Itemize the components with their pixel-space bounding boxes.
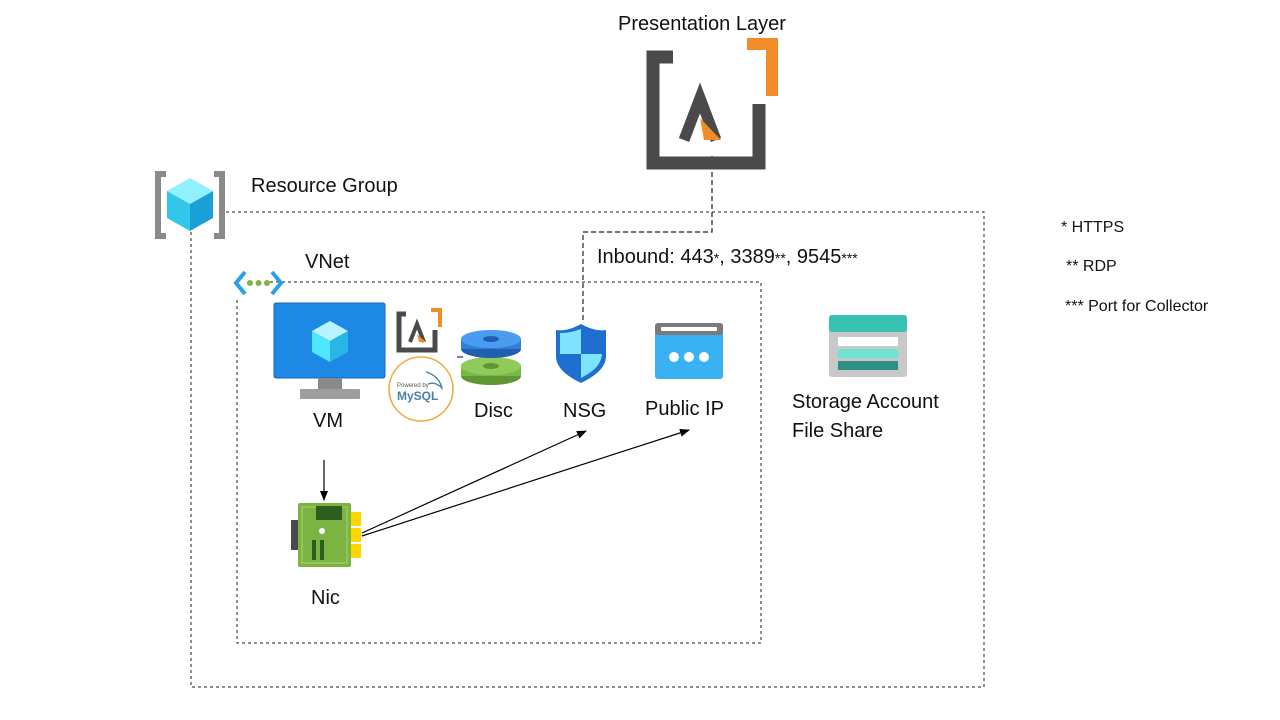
inbound-marker-1: * — [713, 250, 720, 266]
presentation-layer-label: Presentation Layer — [618, 13, 786, 35]
mysql-powered-text: Powered by — [397, 383, 429, 389]
resource-group-icon — [155, 171, 225, 239]
presentation-layer-logo — [646, 38, 778, 170]
nic-to-nsg-arrow — [361, 430, 587, 534]
vnet-icon — [233, 270, 284, 296]
inbound-ports-label: Inbound: 443*, 3389**, 9545*** — [597, 246, 858, 268]
vnet-boundary — [236, 281, 762, 644]
nic-to-public-ip-arrow — [361, 428, 690, 537]
nic-icon — [291, 503, 361, 567]
storage-account-label: Storage Account — [792, 391, 939, 413]
file-share-label: File Share — [792, 420, 884, 442]
resource-group-boundary — [190, 211, 985, 688]
presentation-to-nsg-connector — [582, 156, 713, 322]
nsg-label: NSG — [563, 400, 607, 422]
inbound-prefix: Inbound: — [597, 246, 681, 268]
vm-icon — [273, 302, 386, 399]
nic-label: Nic — [311, 587, 340, 609]
nsg-shield-icon — [556, 324, 606, 383]
inbound-port-rdp: 3389 — [730, 246, 775, 268]
resource-group-label: Resource Group — [251, 175, 398, 197]
legend-rdp: ** RDP — [1066, 258, 1117, 275]
vnet-label: VNet — [305, 251, 350, 273]
disc-icon — [461, 330, 521, 385]
public-ip-icon — [655, 323, 723, 379]
disc-label: Disc — [474, 400, 513, 422]
legend-https: * HTTPS — [1061, 219, 1125, 236]
legend-collector: *** Port for Collector — [1065, 298, 1209, 315]
inbound-port-https: 443 — [680, 246, 714, 268]
public-ip-label: Public IP — [645, 398, 724, 420]
inbound-marker-2: ** — [774, 250, 786, 266]
mysql-brand-text: MySQL — [397, 389, 439, 403]
app-small-logo — [396, 308, 442, 353]
storage-account-icon — [829, 315, 907, 377]
vm-label: VM — [313, 410, 343, 432]
mysql-badge-icon — [388, 356, 454, 422]
inbound-marker-3: *** — [841, 250, 858, 266]
inbound-port-collector: 9545 — [796, 246, 842, 268]
